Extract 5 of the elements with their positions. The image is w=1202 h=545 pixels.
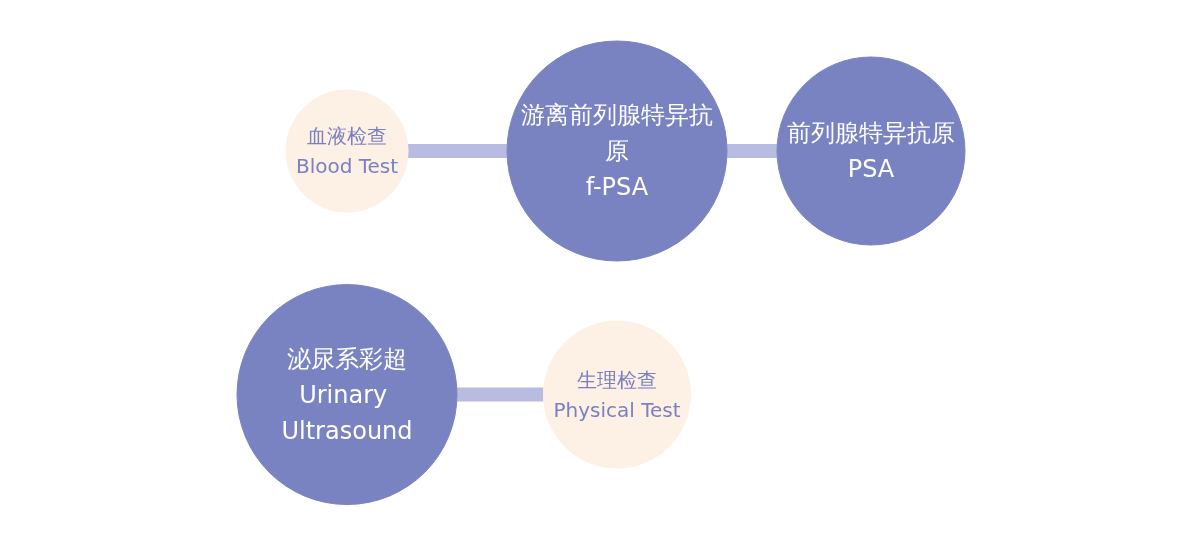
node-circle: 泌尿系彩超 Urinary Ultrasound: [236, 283, 458, 505]
node-circle: 前列腺特异抗原 PSA: [776, 56, 966, 246]
node-circle: 游离前列腺特异抗原 f-PSA: [506, 40, 728, 262]
node-circle: 生理检查 Physical Test: [542, 320, 692, 469]
node-circle: 血液检查 Blood Test: [285, 89, 409, 213]
